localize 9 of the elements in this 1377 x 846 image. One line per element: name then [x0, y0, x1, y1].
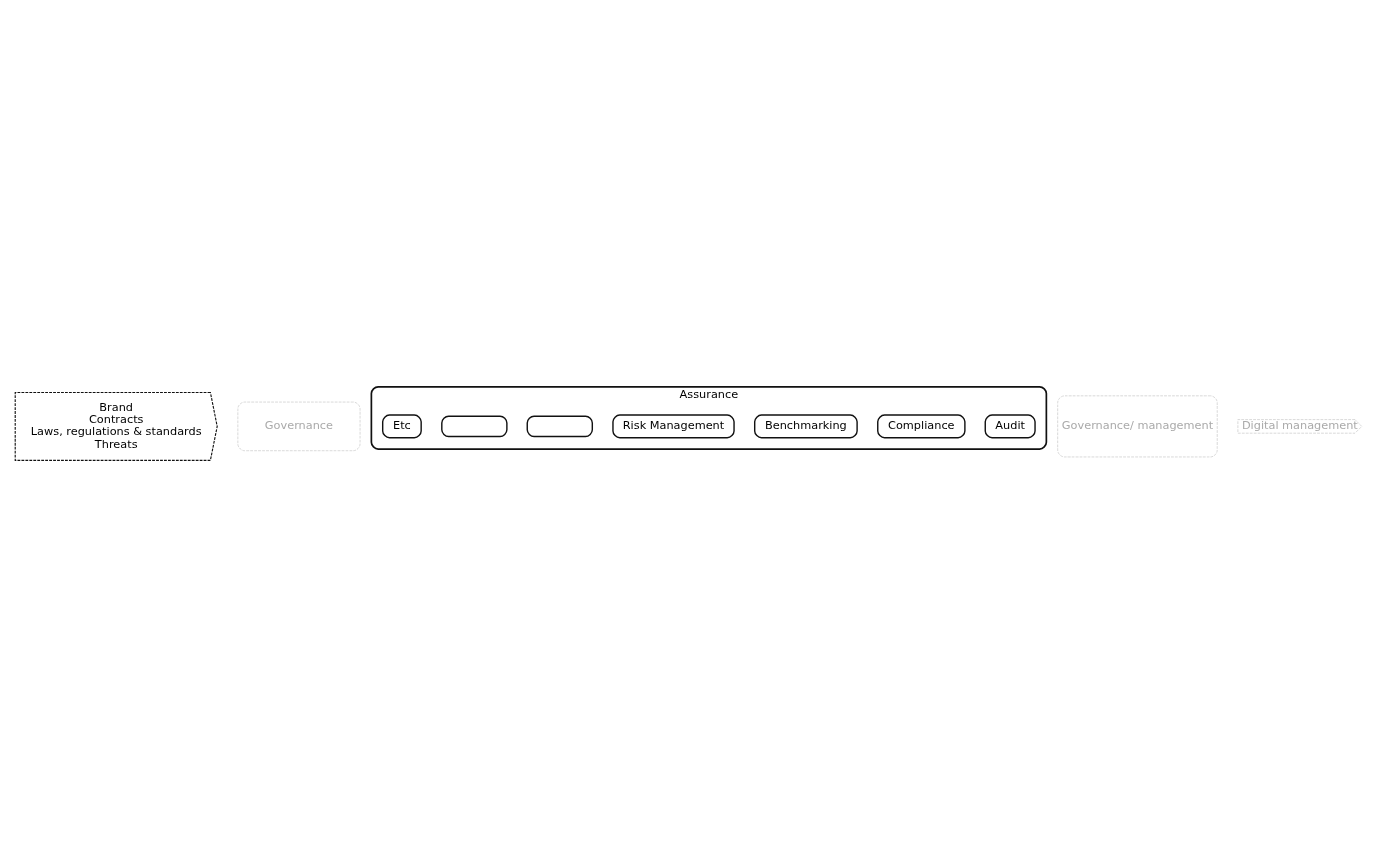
node-box — [526, 415, 594, 438]
node-box — [441, 415, 508, 438]
node-box: Etc — [382, 414, 422, 439]
node-box: Governance — [237, 401, 361, 451]
node-box: Governance/ management — [1057, 395, 1218, 458]
node-box: Audit — [984, 414, 1036, 439]
node-box: Compliance — [877, 414, 966, 439]
node-box: Benchmarking — [754, 414, 858, 439]
node-box: Risk Management — [612, 414, 735, 439]
